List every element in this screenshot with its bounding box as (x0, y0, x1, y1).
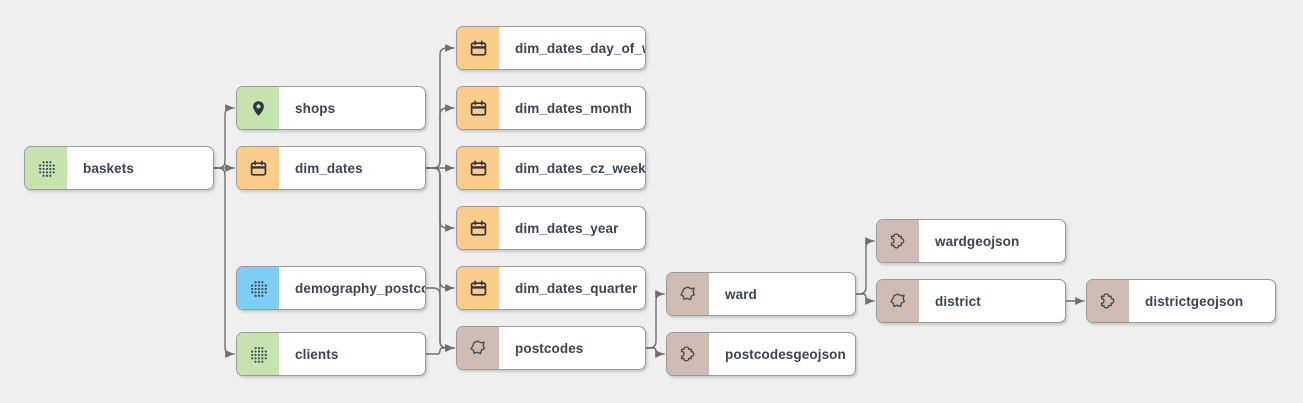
node-label: dim_dates_month (515, 100, 633, 116)
node-label: postcodes (515, 340, 584, 356)
node-dim_dates_day_of_week[interactable]: dim_dates_day_of_we (456, 26, 646, 70)
region-icon (457, 327, 499, 369)
node-label: baskets (83, 160, 134, 176)
edge-dim_dates-to-dim_dates_year (425, 167, 455, 232)
node-ward[interactable]: ward (666, 272, 856, 316)
node-label: shops (295, 100, 336, 116)
region-icon (667, 273, 709, 315)
node-district[interactable]: district (876, 279, 1066, 323)
edge-baskets-to-shops (213, 104, 235, 169)
dots-grid-icon (237, 333, 279, 375)
node-label: dim_dates_day_of_we (515, 40, 645, 56)
node-label: district (935, 293, 981, 309)
edge-dim_dates-to-dim_dates_month (425, 104, 455, 169)
calendar-icon (457, 267, 499, 309)
node-label: clients (295, 346, 339, 362)
node-baskets[interactable]: baskets (24, 146, 214, 190)
node-dim_dates_quarter[interactable]: dim_dates_quarter (456, 266, 646, 310)
node-postcodes[interactable]: postcodes (456, 326, 646, 370)
node-wardgeojson[interactable]: wardgeojson (876, 219, 1066, 263)
node-shops[interactable]: shops (236, 86, 426, 130)
calendar-icon (457, 147, 499, 189)
node-demography_postcodes[interactable]: demography_postcod (236, 266, 426, 310)
puzzle-icon (1087, 280, 1129, 322)
node-dim_dates_year[interactable]: dim_dates_year (456, 206, 646, 250)
dots-grid-icon (25, 147, 67, 189)
dots-grid-icon (237, 267, 279, 309)
edge-baskets-to-clients (213, 167, 235, 358)
calendar-icon (457, 27, 499, 69)
edge-dim_dates-to-dim_dates_quarter (425, 167, 455, 292)
node-districtgeojson[interactable]: districtgeojson (1086, 279, 1276, 323)
puzzle-icon (877, 220, 919, 262)
edge-postcodes-to-postcodesgeojson (645, 347, 665, 358)
edge-ward-to-district (855, 293, 875, 305)
map-pin-icon (237, 87, 279, 129)
node-label: dim_dates (295, 160, 363, 176)
node-label: dim_dates_year (515, 220, 619, 236)
node-label: districtgeojson (1145, 293, 1244, 309)
node-label: postcodesgeojson (725, 346, 846, 362)
region-icon (877, 280, 919, 322)
calendar-icon (457, 87, 499, 129)
node-label: ward (725, 286, 757, 302)
edge-clients-to-postcodes (425, 344, 455, 355)
edge-demography_postcodes-to-postcodes (425, 287, 455, 352)
node-dim_dates_month[interactable]: dim_dates_month (456, 86, 646, 130)
edge-ward-to-wardgeojson (855, 237, 875, 295)
calendar-icon (457, 207, 499, 249)
edge-postcodes-to-ward (645, 290, 665, 349)
node-dim_dates_cz_week[interactable]: dim_dates_cz_week (456, 146, 646, 190)
node-label: demography_postcod (295, 280, 425, 296)
calendar-icon (237, 147, 279, 189)
node-dim_dates[interactable]: dim_dates (236, 146, 426, 190)
node-label: wardgeojson (935, 233, 1020, 249)
node-clients[interactable]: clients (236, 332, 426, 376)
node-label: dim_dates_cz_week (515, 160, 645, 176)
edge-dim_dates-to-dim_dates_day_of_week (425, 44, 455, 169)
puzzle-icon (667, 333, 709, 375)
edge-dim_dates-to-postcodes (425, 167, 455, 352)
node-label: dim_dates_quarter (515, 280, 638, 296)
node-postcodesgeojson[interactable]: postcodesgeojson (666, 332, 856, 376)
